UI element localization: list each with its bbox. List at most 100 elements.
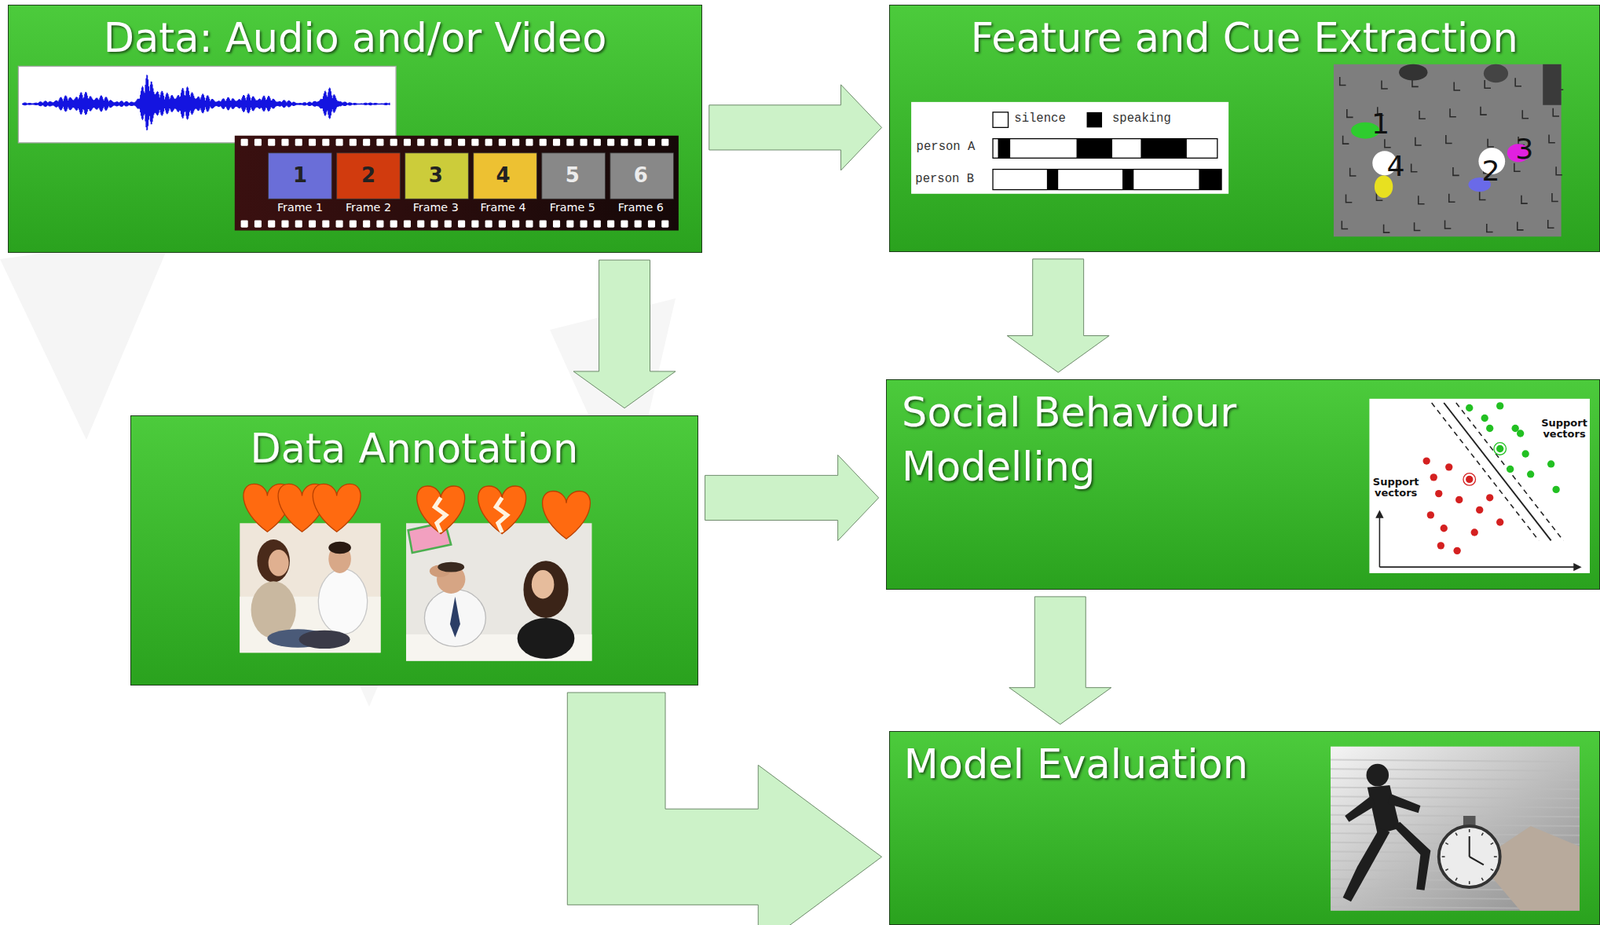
illustration-rect: [444, 139, 452, 147]
illustration-rect: [539, 139, 547, 147]
illustration-rect: [281, 139, 289, 147]
illustration-ellipse: [429, 565, 451, 579]
illustration-rect: [552, 139, 561, 147]
illustration-circle: [1486, 424, 1494, 433]
frame-number: 5: [565, 164, 580, 187]
illustration-circle: [1463, 473, 1476, 487]
illustration-line: [1330, 823, 1580, 827]
illustration-g: [1333, 64, 1564, 237]
illustration-rect: [610, 153, 674, 199]
illustration-path: [1556, 166, 1563, 175]
illustration-line: [1330, 778, 1580, 781]
illustration-rect: [1330, 746, 1580, 912]
illustration-path: [1414, 222, 1421, 231]
illustration-path: [1347, 109, 1354, 118]
illustration-ellipse: [267, 629, 329, 648]
illustration-path: [1418, 195, 1425, 204]
illustration-rect: [1369, 399, 1590, 574]
illustration-rect: [18, 65, 396, 143]
frame-number: 1: [292, 164, 308, 187]
illustration-path: [1375, 509, 1384, 518]
illustration-path: [1449, 108, 1457, 117]
chart-label: speaking: [1112, 112, 1172, 126]
box-title: Model Evaluation: [904, 738, 1249, 793]
illustration-rect: [992, 169, 1222, 191]
illustration-line: [1379, 566, 1580, 568]
illustration-path: [278, 483, 326, 532]
illustration-path: [1548, 134, 1556, 143]
illustration-line: [1431, 402, 1539, 541]
illustration-rect: [349, 220, 357, 228]
illustration-rect: [295, 220, 303, 228]
illustration-g: [1369, 399, 1590, 574]
illustration-line: [1330, 897, 1580, 901]
illustration-line: [1455, 833, 1458, 836]
illustration-rect: [406, 634, 592, 662]
illustration-rect: [417, 220, 425, 228]
illustration-path: [1484, 80, 1491, 88]
illustration-path: [1446, 135, 1453, 143]
illustration-rect: [992, 112, 1008, 128]
illustration-ellipse: [1398, 64, 1428, 81]
illustration-circle: [1511, 424, 1519, 433]
box-title: Social Behaviour Modelling: [901, 386, 1341, 495]
illustration-path: [1552, 108, 1560, 117]
illustration-rect: [1087, 112, 1103, 128]
illustration-path: [1343, 828, 1391, 903]
illustration-line: [1330, 796, 1580, 799]
illustration-ellipse: [268, 549, 290, 577]
illustration-circle: [1427, 511, 1435, 519]
callout-number: 4: [1387, 150, 1406, 183]
illustration-line: [1330, 907, 1580, 910]
illustration-path: [1453, 82, 1461, 91]
block-arrow: [709, 84, 883, 171]
process-box: Data Annotation: [130, 415, 698, 686]
illustration-rect: [552, 220, 561, 228]
illustration-rect: [998, 139, 1011, 159]
illustration-rect: [580, 220, 588, 228]
box-title: Feature and Cue Extraction: [970, 11, 1519, 66]
illustration-g: [239, 522, 592, 662]
chart-label: person A: [916, 141, 976, 155]
illustration-rect: [471, 220, 479, 228]
illustration-ellipse: [328, 545, 352, 574]
illustration-line: [1330, 833, 1580, 836]
illustration-rect: [1542, 64, 1561, 106]
chart-label: silence: [1014, 112, 1066, 126]
illustration-rect: [498, 220, 506, 228]
frame-label: Frame 2: [345, 201, 392, 215]
block-arrow: [567, 692, 882, 925]
illustration-rect: [362, 220, 370, 228]
illustration-line: [1330, 805, 1580, 809]
illustration-rect: [362, 139, 370, 147]
illustration-path: [542, 490, 591, 539]
illustration-path: [1521, 195, 1528, 204]
frame-number: 3: [428, 164, 444, 187]
illustration-path: [1449, 194, 1456, 202]
frame-number: 4: [495, 164, 510, 187]
illustration-rect: [268, 153, 333, 199]
illustration-line: [1468, 836, 1471, 857]
illustration-line: [1493, 856, 1498, 858]
illustration-path: [1548, 219, 1555, 228]
process-box: Model Evaluation: [889, 731, 1600, 925]
illustration-path: [1350, 168, 1357, 176]
callout-number: 1: [1371, 108, 1390, 140]
illustration-rect: [336, 220, 344, 228]
illustration-circle: [1496, 402, 1504, 410]
illustration-path: [1376, 192, 1383, 201]
illustration-rect: [1333, 64, 1562, 237]
illustration-path: [450, 596, 461, 638]
illustration-path: [1445, 220, 1452, 229]
illustration-rect: [593, 139, 601, 147]
illustration-circle: [1552, 486, 1560, 494]
illustration-ellipse: [318, 569, 367, 635]
illustration-rect: [580, 139, 588, 147]
illustration-ellipse: [531, 570, 555, 599]
illustration-path: [22, 74, 390, 131]
illustration-rect: [281, 220, 289, 228]
illustration-rect: [267, 220, 275, 228]
illustration-path: [1343, 135, 1350, 144]
illustration-line: [1445, 842, 1448, 845]
illustration-line: [1490, 869, 1494, 872]
